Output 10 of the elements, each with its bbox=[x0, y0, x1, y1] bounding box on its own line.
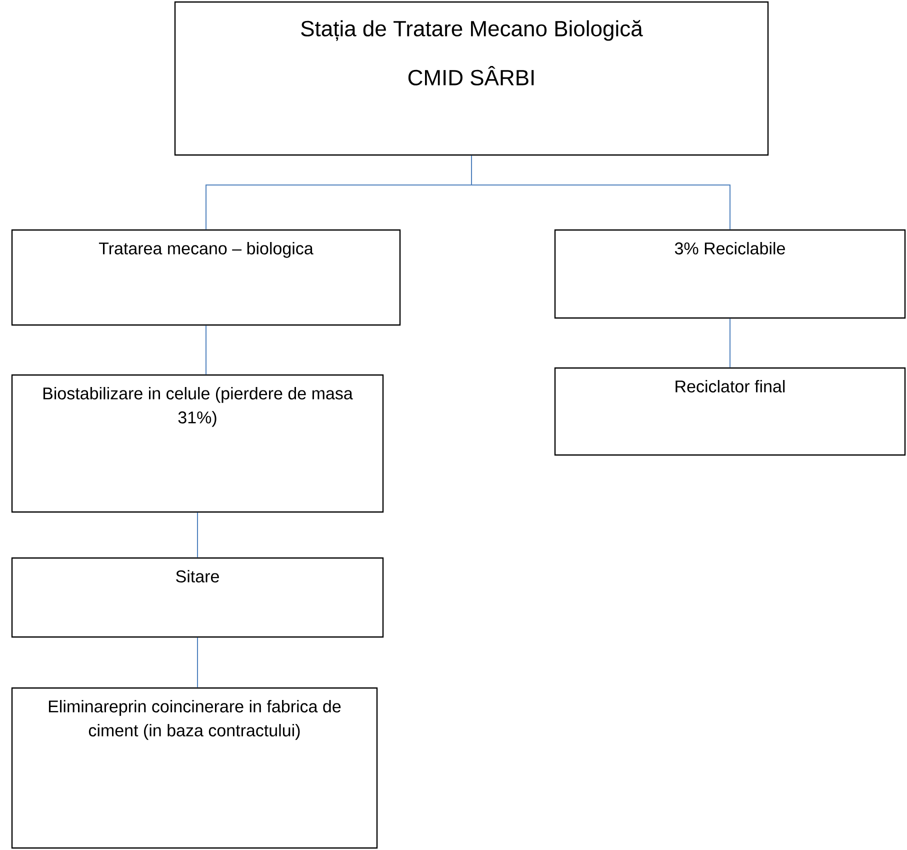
process-box: Tratarea mecano – biologica bbox=[11, 229, 401, 326]
process-box: Biostabilizare in celule (pierdere de masa 31%) bbox=[11, 374, 384, 513]
connector-line bbox=[471, 155, 730, 230]
process-box: Stația de Tratare Mecano Biologică CMID SÂRBI bbox=[174, 1, 769, 156]
process-box: Eliminareprin coincinerare in fabrica de ciment (in baza contractului) bbox=[11, 687, 378, 849]
process-box: Sitare bbox=[11, 557, 384, 638]
connector-line bbox=[197, 637, 198, 688]
process-box: 3% Reciclabile bbox=[554, 229, 906, 319]
connector-line bbox=[197, 512, 198, 558]
process-box: Reciclator final bbox=[554, 367, 906, 456]
